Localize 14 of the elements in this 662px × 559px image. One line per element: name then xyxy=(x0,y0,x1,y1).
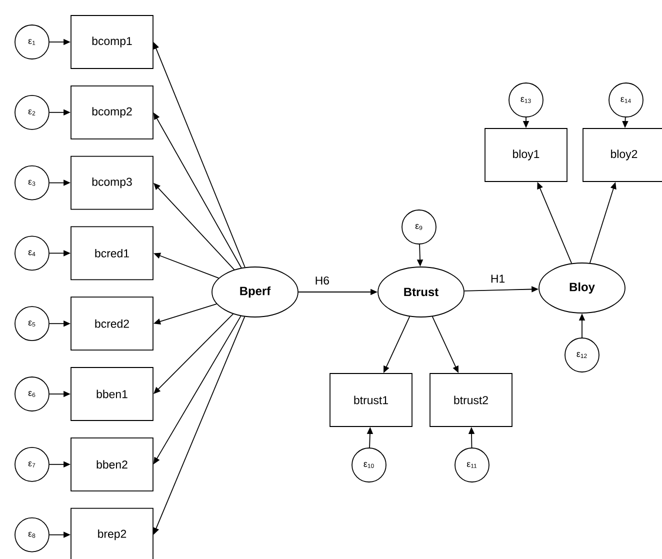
indicator-box: bben1 xyxy=(70,367,154,421)
indicator-box: bcred2 xyxy=(70,296,154,351)
indicator-box: btrust1 xyxy=(330,373,412,427)
indicator-box: bcred1 xyxy=(70,226,154,280)
indicator-box: bcomp2 xyxy=(70,85,154,140)
indicator-box: bloy2 xyxy=(582,128,662,182)
indicator-box: bcomp1 xyxy=(70,15,154,69)
indicator-box: bben2 xyxy=(70,437,154,492)
indicator-box: brep2 xyxy=(70,508,154,559)
edge-label: H1 xyxy=(491,274,505,283)
indicator-box: bcomp3 xyxy=(70,156,154,210)
indicator-box: bloy1 xyxy=(484,128,568,182)
indicator-box: btrust2 xyxy=(430,373,512,427)
edge-label: H6 xyxy=(316,276,329,285)
